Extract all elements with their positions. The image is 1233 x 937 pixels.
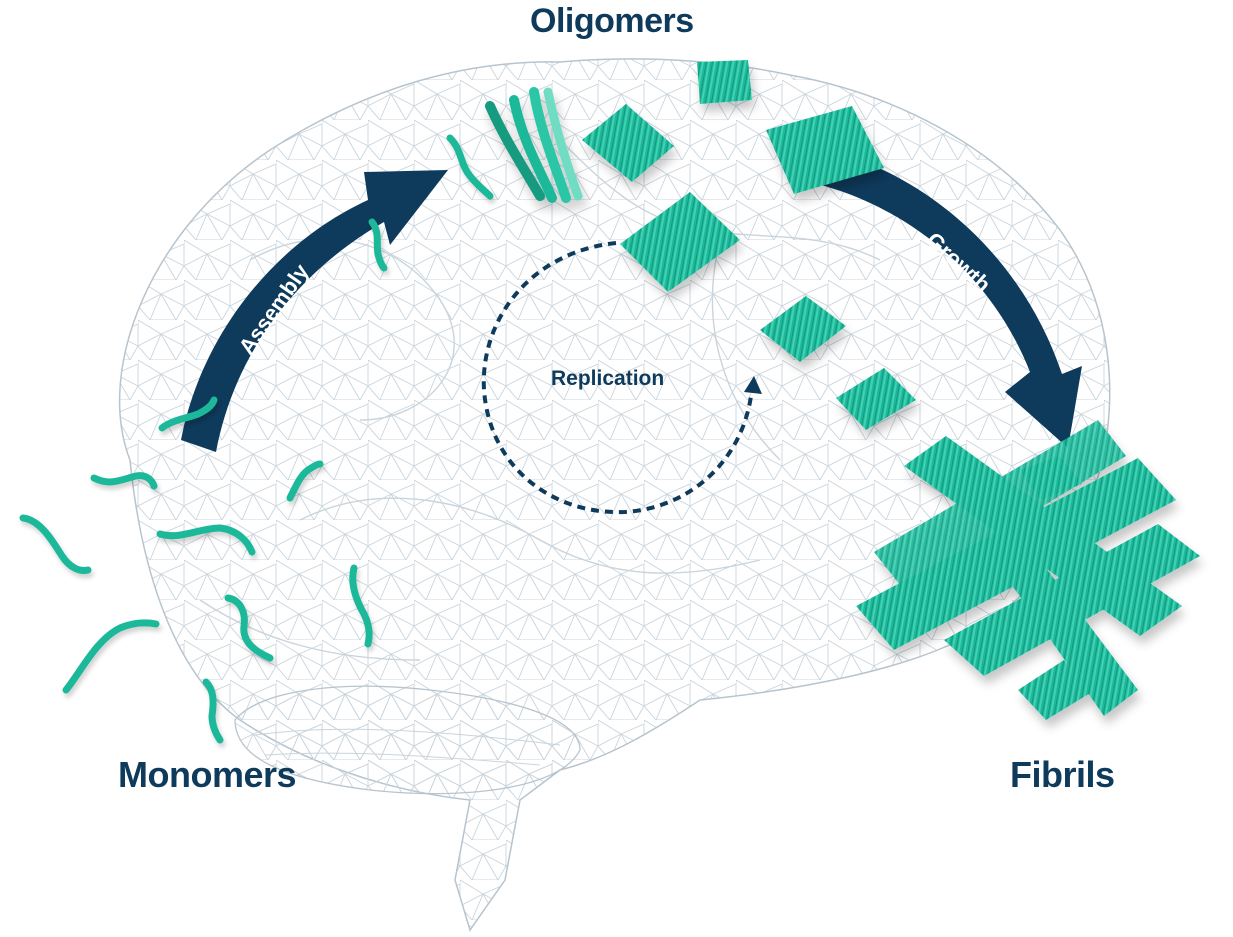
monomer-strand	[156, 524, 256, 556]
fibril-ribbon	[1020, 456, 1082, 500]
replication-cycle	[481, 241, 762, 515]
oligomers	[485, 60, 916, 430]
monomers-label: Monomers	[118, 754, 297, 795]
oligomer-sheet	[697, 60, 752, 104]
fibril-ribbon	[944, 524, 1200, 676]
oligomer-sheet	[760, 296, 846, 362]
fibrils	[856, 420, 1200, 720]
monomer-strand	[286, 460, 324, 502]
monomer-strand	[62, 619, 160, 694]
fibril-ribbon	[1018, 660, 1092, 720]
monomer-strand	[349, 564, 373, 648]
oligomer-sheet	[620, 192, 740, 292]
fibril-ribbon	[1010, 560, 1138, 716]
fibrils-label: Fibrils	[1010, 754, 1115, 795]
oligomer-sheet	[836, 368, 916, 430]
monomers	[19, 134, 494, 744]
monomer-strand	[368, 218, 388, 272]
monomer-strand	[446, 134, 494, 200]
oligomer-strand-bundle	[485, 87, 583, 203]
oligomers-label: Oligomers	[530, 2, 694, 40]
monomer-strand	[90, 472, 158, 490]
fibril-ribbon	[856, 458, 1176, 650]
replication-label: Replication	[551, 367, 665, 390]
monomer-strand	[202, 678, 224, 744]
brain-wireframe	[118, 58, 1111, 932]
monomer-strand	[158, 396, 218, 432]
monomer-strand	[19, 514, 92, 574]
oligomer-sheet	[766, 106, 884, 194]
oligomer-sheet	[582, 104, 674, 182]
monomer-strand	[224, 594, 274, 662]
